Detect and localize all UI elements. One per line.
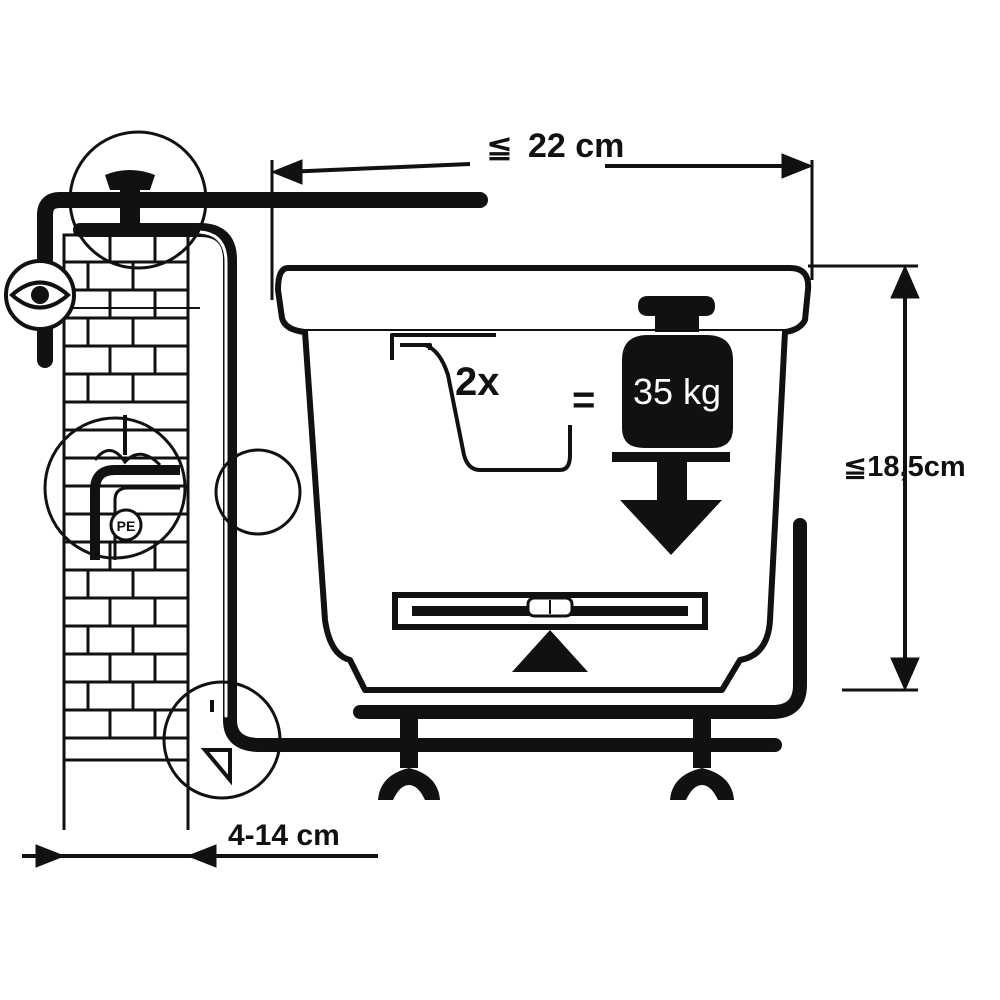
- pe-spacer-detail: PE: [90, 415, 180, 560]
- multiplier-label: 2x: [455, 360, 500, 404]
- wing-nut-icon: [105, 170, 155, 235]
- brick-wall: [62, 233, 190, 830]
- wall-gap-label: 4-14 cm: [228, 819, 340, 852]
- width-symbol: ≦: [486, 128, 513, 164]
- load-label: 35 kg: [633, 371, 721, 412]
- corner-bracket: [200, 700, 232, 786]
- crate-icon: [390, 333, 572, 472]
- weight-icon: [622, 296, 733, 448]
- width-dimension: [270, 153, 814, 300]
- material-label: PE: [117, 518, 136, 534]
- spirit-level-icon: [392, 592, 708, 672]
- equals-label: =: [572, 378, 595, 422]
- eye-icon: [4, 259, 200, 331]
- adjustable-feet: [378, 718, 734, 800]
- height-label: ≦18,5cm: [843, 451, 966, 483]
- width-label: 22 cm: [528, 127, 624, 165]
- mounting-frame: [37, 192, 782, 752]
- wall-gap-dimension: [22, 844, 378, 868]
- down-arrow-icon: [612, 452, 730, 555]
- support-rail: [353, 518, 807, 719]
- height-dimension: [808, 264, 920, 692]
